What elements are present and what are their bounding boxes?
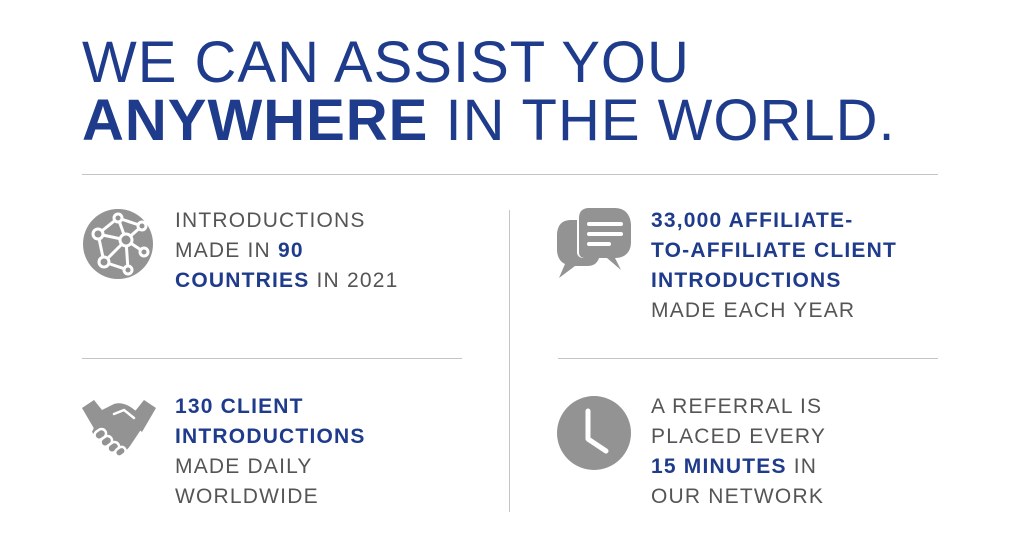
stat-text: INTRODUCTIONS <box>175 209 366 232</box>
stat-highlight: TO-AFFILIATE CLIENT <box>651 239 897 262</box>
stat-highlight: 90 <box>277 239 304 262</box>
stat-text: A REFERRAL IS <box>651 395 823 418</box>
stat-highlight: COUNTRIES <box>175 269 310 292</box>
stat-daily-introductions: 130 CLIENT INTRODUCTIONS MADE DAILY WORLDWI… <box>175 392 366 512</box>
stat-highlight: INTRODUCTIONS <box>175 425 366 448</box>
stat-highlight: 33,000 AFFILIATE- <box>651 209 854 232</box>
headline-line-1: WE CAN ASSIST YOU <box>82 30 690 95</box>
stat-text: IN <box>786 455 818 478</box>
stat-text: WORLDWIDE <box>175 485 319 508</box>
stat-highlight: INTRODUCTIONS <box>651 269 842 292</box>
stat-text: MADE DAILY <box>175 455 313 478</box>
globe-network-icon <box>83 209 153 279</box>
center-divider <box>509 210 510 512</box>
left-divider <box>82 358 462 359</box>
stat-text: MADE IN <box>175 239 278 262</box>
stat-affiliate-introductions: 33,000 AFFILIATE- TO-AFFILIATE CLIENT INTR… <box>651 206 897 326</box>
stat-text: OUR NETWORK <box>651 485 825 508</box>
top-divider <box>82 174 938 175</box>
chat-bubbles-icon <box>557 208 631 278</box>
headline-line-2-rest: IN THE WORLD. <box>428 88 896 153</box>
stat-text: MADE EACH YEAR <box>651 299 856 322</box>
headline: WE CAN ASSIST YOU ANYWHERE IN THE WORLD. <box>82 34 896 150</box>
stat-highlight: 130 CLIENT <box>175 395 304 418</box>
stat-text: PLACED EVERY <box>651 425 827 448</box>
headline-emphasis: ANYWHERE <box>82 88 429 153</box>
stat-text: IN 2021 <box>309 269 399 292</box>
clock-icon <box>557 396 631 470</box>
stat-referral-frequency: A REFERRAL IS PLACED EVERY 15 MINUTES IN OU… <box>651 392 826 512</box>
stat-highlight: 15 MINUTES <box>651 455 787 478</box>
right-divider <box>558 358 938 359</box>
handshake-icon <box>82 400 156 458</box>
